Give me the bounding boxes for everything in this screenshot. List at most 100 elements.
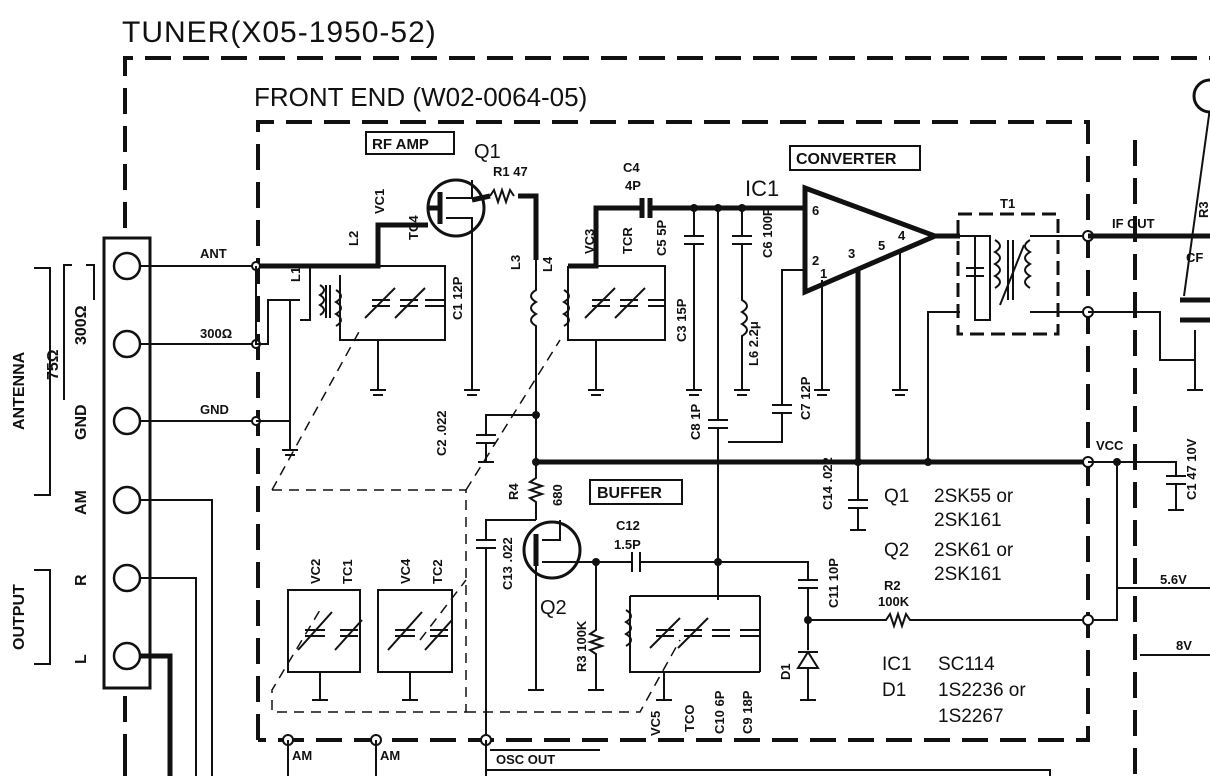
front-end-boundary — [256, 120, 1090, 742]
c4-cap — [639, 198, 653, 218]
tc2-label: TC2 — [430, 559, 445, 584]
tank-l2 — [339, 265, 446, 341]
am-tank-2 — [377, 589, 453, 673]
ic1-amplifier — [802, 184, 942, 296]
c2-cap — [476, 414, 536, 463]
vc5-label: VC5 — [648, 711, 663, 736]
note-ref: Q1 — [884, 486, 909, 507]
l4-coil — [562, 289, 570, 327]
r4-label: R4 — [506, 483, 521, 500]
converter-block — [789, 145, 921, 171]
terminal-am — [112, 485, 142, 515]
l3-coil — [530, 260, 538, 415]
vcc-label: VCC — [1096, 438, 1124, 453]
c9-cap — [740, 629, 760, 637]
q2-transistor — [522, 520, 582, 580]
c1-label: C1 12P — [450, 276, 465, 320]
c1-cap — [425, 299, 445, 307]
c1-out-label: C1 47 10V — [1184, 438, 1199, 500]
c11-cap — [718, 561, 818, 620]
front-end-title: FRONT END (W02-0064-05) — [254, 82, 587, 112]
am1-label: AM — [292, 748, 312, 763]
terminal-300 — [112, 329, 142, 359]
terminal-ant — [112, 251, 142, 281]
pin3-label: 3 — [848, 246, 855, 261]
c14-label: C14 .022 — [820, 457, 835, 510]
parts-notes: Q1 2SK55 or 2SK161 Q2 2SK61 or 2SK161 IC… — [882, 486, 1026, 727]
t1-can — [956, 212, 1060, 336]
terminal-gnd — [112, 406, 142, 436]
converter-label: CONVERTER — [796, 151, 897, 168]
note-parts: 1S2236 or — [938, 680, 1026, 701]
r1-label: R1 47 — [493, 164, 528, 179]
pin2-label: 2 — [812, 253, 819, 268]
c5-label: C5 5P — [654, 220, 669, 256]
c6-label: C6 100P — [760, 207, 775, 258]
vc4-label: VC4 — [398, 558, 413, 584]
osc-tank — [629, 595, 761, 673]
c3-label: C3 15P — [674, 298, 689, 342]
l2-coil — [334, 289, 342, 327]
q2-label: Q2 — [540, 597, 567, 619]
v8-label: 8V — [1176, 638, 1192, 653]
r4-resistor — [526, 462, 546, 520]
tc4-cap — [394, 287, 426, 319]
pin6-label: 6 — [812, 203, 819, 218]
note-parts: SC114 — [938, 654, 995, 675]
r2-value: 100K — [878, 594, 910, 609]
note-parts: 2SK61 or — [934, 540, 1014, 561]
tcr-label: TCR — [620, 227, 635, 254]
c11-label: C11 10P — [826, 558, 841, 608]
c4-label: C4 — [623, 160, 640, 175]
tank-l4 — [567, 265, 666, 341]
c12-value: 1.5P — [614, 537, 641, 552]
l3-label: L3 — [508, 255, 523, 270]
tc4-label: TC4 — [406, 215, 421, 240]
t1-label: T1 — [1000, 196, 1015, 211]
vc5-cap — [649, 617, 681, 649]
note-parts: 1S2267 — [938, 706, 1004, 727]
c5-cap — [684, 208, 704, 396]
vc3-cap — [584, 287, 616, 319]
tuner-title: TUNER(X05-1950-52) — [122, 16, 437, 49]
gnd-label: GND — [73, 404, 90, 440]
l1-coil — [318, 284, 325, 316]
c12-label: C12 — [616, 518, 640, 533]
c7-label: C7 12P — [798, 376, 813, 420]
am-label: AM — [73, 490, 90, 515]
v56-label: 5.6V — [1160, 572, 1187, 587]
c8-cap — [708, 208, 728, 600]
vc3-label: VC3 — [582, 229, 597, 254]
c12-cap — [596, 552, 718, 572]
c10-cap — [712, 629, 730, 637]
rf-amp-block — [365, 131, 455, 155]
r3-label: R3 100K — [574, 620, 589, 672]
c13-cap — [476, 519, 536, 740]
c7-cap — [728, 269, 805, 443]
tc1-label: TC1 — [340, 559, 355, 584]
d1-label: D1 — [778, 663, 793, 680]
osc-out-label: OSC OUT — [496, 752, 555, 767]
l-label: L — [73, 654, 90, 664]
c10-label: C10 6P — [712, 690, 727, 734]
l2-label: L2 — [346, 231, 361, 246]
c8-label: C8 1P — [688, 404, 703, 440]
r4-value: 680 — [550, 484, 565, 506]
l6-label: L6 2.2μ — [746, 321, 761, 366]
note-parts: 2SK55 or — [934, 486, 1014, 507]
l4-label: L4 — [540, 256, 555, 272]
ground-symbol — [282, 449, 298, 456]
c2-label: C2 .022 — [434, 410, 449, 456]
r3-resistor — [586, 562, 606, 691]
ic1-label: IC1 — [745, 176, 779, 201]
c9-label: C9 18P — [740, 690, 755, 734]
vc1-cap — [364, 287, 396, 319]
r1-resistor — [489, 186, 515, 206]
d1-diode — [796, 620, 820, 701]
note-ref: IC1 — [882, 654, 912, 675]
note-parts: 2SK161 — [934, 564, 1002, 585]
tco-label: TCO — [682, 705, 697, 732]
vc2-label: VC2 — [308, 559, 323, 584]
terminal-strip — [102, 236, 152, 690]
